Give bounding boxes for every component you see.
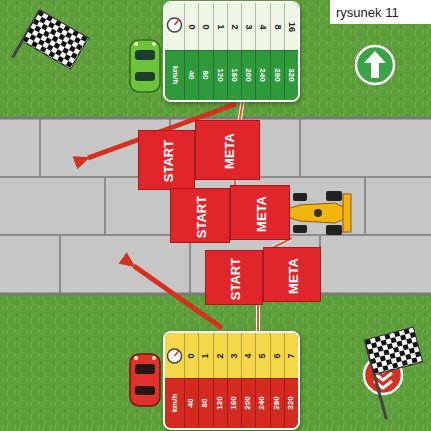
card-value: 320 [287, 396, 295, 409]
card-value: 4 [244, 353, 253, 358]
card-value: 280 [273, 396, 281, 409]
card-grid-line [165, 50, 298, 51]
card-grid-line [227, 333, 228, 428]
card-value: 6 [272, 353, 281, 358]
card-grid-line [284, 333, 285, 428]
card-value: 240 [258, 396, 266, 409]
card-value: 3 [229, 353, 238, 358]
tile-label: META [255, 196, 268, 232]
tile-label: META [287, 258, 300, 294]
card-value: 160 [230, 68, 238, 81]
card-grid-line [184, 3, 185, 100]
card-grid-line [270, 333, 271, 428]
card-value: 3 [244, 24, 253, 29]
card-value: 4 [258, 24, 267, 29]
card-value: 160 [230, 396, 238, 409]
card-value: 80 [201, 399, 209, 408]
corner-patch [330, 0, 431, 24]
speed-card: km/h4080120160200240280320001234816 [165, 3, 298, 100]
card-value: 2 [215, 353, 224, 358]
meta-tile: META [263, 247, 321, 302]
card-value: 5 [258, 353, 267, 358]
checkered-flag [13, 10, 89, 86]
card-value: 16 [286, 21, 295, 31]
card-value: 40 [187, 71, 195, 80]
card-value: 240 [258, 68, 266, 81]
card-grid-line [227, 3, 228, 100]
card-grid-line [284, 3, 285, 100]
tile-label: META [222, 133, 235, 169]
card-value: 0 [187, 24, 196, 29]
card-value: 1 [215, 24, 224, 29]
meta-tile: META [195, 120, 260, 180]
checkered-flag [365, 327, 431, 419]
card-value: 280 [273, 68, 281, 81]
card-value: 2 [229, 24, 238, 29]
start-tile: START [170, 188, 230, 243]
speed-card: km/h 40 80 120 160 200 240 280 320 0123 4567 [165, 333, 298, 428]
card-grid-line [213, 333, 214, 428]
red-car [130, 354, 160, 406]
card-grid-line [198, 3, 199, 100]
card-value: 120 [216, 396, 224, 409]
card-value: 120 [216, 68, 224, 81]
card-value: 1 [201, 353, 210, 358]
card-value: 0 [201, 24, 210, 29]
card-grid-line [255, 3, 256, 100]
card-value: 320 [287, 68, 295, 81]
figure-label: rysunek 11 [333, 4, 402, 21]
card-value: 7 [286, 353, 295, 358]
card-grid-line [198, 333, 199, 428]
card-value: 200 [244, 68, 252, 81]
card-grid-line [165, 378, 298, 379]
card-grid-line [255, 333, 256, 428]
card-value: km/h [171, 394, 179, 413]
start-tile: START [205, 250, 263, 305]
card-value: 40 [187, 399, 195, 408]
card-grid-line [270, 3, 271, 100]
green-car [130, 40, 160, 92]
speedometer-icon [168, 349, 182, 363]
card-value: 0 [187, 353, 196, 358]
card-grid-line [241, 3, 242, 100]
tile-label: START [229, 257, 242, 299]
card-grid-line [213, 3, 214, 100]
speedometer-icon [168, 18, 182, 32]
up-sign [356, 46, 394, 84]
card-value: 8 [272, 24, 281, 29]
tile-label: START [195, 195, 208, 237]
card-value: 80 [201, 71, 209, 80]
card-grid-line [241, 333, 242, 428]
card-value: 200 [244, 396, 252, 409]
card-grid-line [184, 333, 185, 428]
card-value: km/h [171, 66, 179, 85]
tile-label: START [161, 140, 174, 182]
start-tile: START [138, 130, 195, 190]
meta-tile: META [230, 185, 290, 240]
